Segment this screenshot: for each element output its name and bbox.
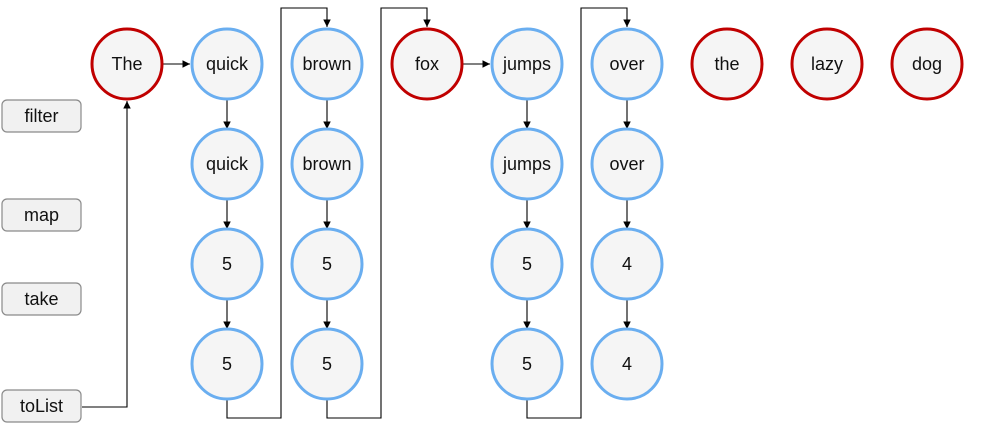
word-node-label: The <box>111 54 142 74</box>
stage-filter-label: filter <box>24 106 58 126</box>
take-node: 4 <box>590 327 664 401</box>
map-node-label: 5 <box>222 254 232 274</box>
edge-brown-done-to-fox <box>326 7 431 419</box>
map-node: 5 <box>290 227 364 301</box>
edge-quick-done-to-brown <box>226 7 331 419</box>
stage-map: map <box>1 198 82 232</box>
pipeline-nodes: quick 5 5 brown 5 5 jumps 5 <box>190 127 664 401</box>
edge-tolist-to-the <box>82 101 131 408</box>
filter-node-label: brown <box>302 154 351 174</box>
stage-take-label: take <box>24 289 58 309</box>
word-node-label: dog <box>912 54 942 74</box>
word-node-label: jumps <box>502 54 551 74</box>
take-node-label: 5 <box>522 354 532 374</box>
stage-labels: filter map take toList <box>1 99 82 423</box>
word-node-label: brown <box>302 54 351 74</box>
word-node: dog <box>890 27 964 101</box>
filter-node: jumps <box>490 127 564 201</box>
word-node-label: over <box>609 54 644 74</box>
stage-filter: filter <box>1 99 82 133</box>
word-node: jumps <box>490 27 564 101</box>
stage-tolist-label: toList <box>20 396 63 416</box>
word-node: lazy <box>790 27 864 101</box>
word-node: quick <box>190 27 264 101</box>
map-node-label: 5 <box>522 254 532 274</box>
filter-node: brown <box>290 127 364 201</box>
word-node: brown <box>290 27 364 101</box>
take-node: 5 <box>190 327 264 401</box>
map-node: 4 <box>590 227 664 301</box>
filter-node-label: jumps <box>502 154 551 174</box>
take-node-label: 4 <box>622 354 632 374</box>
edge-jumps-done-to-over <box>526 7 631 419</box>
filter-node: over <box>590 127 664 201</box>
word-node-label: lazy <box>811 54 843 74</box>
take-node: 5 <box>290 327 364 401</box>
word-node: the <box>690 27 764 101</box>
filter-node: quick <box>190 127 264 201</box>
word-node-label: quick <box>206 54 249 74</box>
map-node-label: 5 <box>322 254 332 274</box>
filter-node-label: over <box>609 154 644 174</box>
stage-tolist: toList <box>1 389 82 423</box>
word-node: The <box>90 27 164 101</box>
take-node-label: 5 <box>222 354 232 374</box>
source-words: The quick brown fox jumps over the lazy <box>90 27 964 101</box>
take-node: 5 <box>490 327 564 401</box>
stage-map-label: map <box>24 205 59 225</box>
word-node-label: fox <box>415 54 439 74</box>
word-node: over <box>590 27 664 101</box>
map-node: 5 <box>190 227 264 301</box>
edges <box>82 7 631 419</box>
map-node-label: 4 <box>622 254 632 274</box>
word-node-label: the <box>714 54 739 74</box>
map-node: 5 <box>490 227 564 301</box>
filter-node-label: quick <box>206 154 249 174</box>
word-node: fox <box>390 27 464 101</box>
stage-take: take <box>1 282 82 316</box>
take-node-label: 5 <box>322 354 332 374</box>
